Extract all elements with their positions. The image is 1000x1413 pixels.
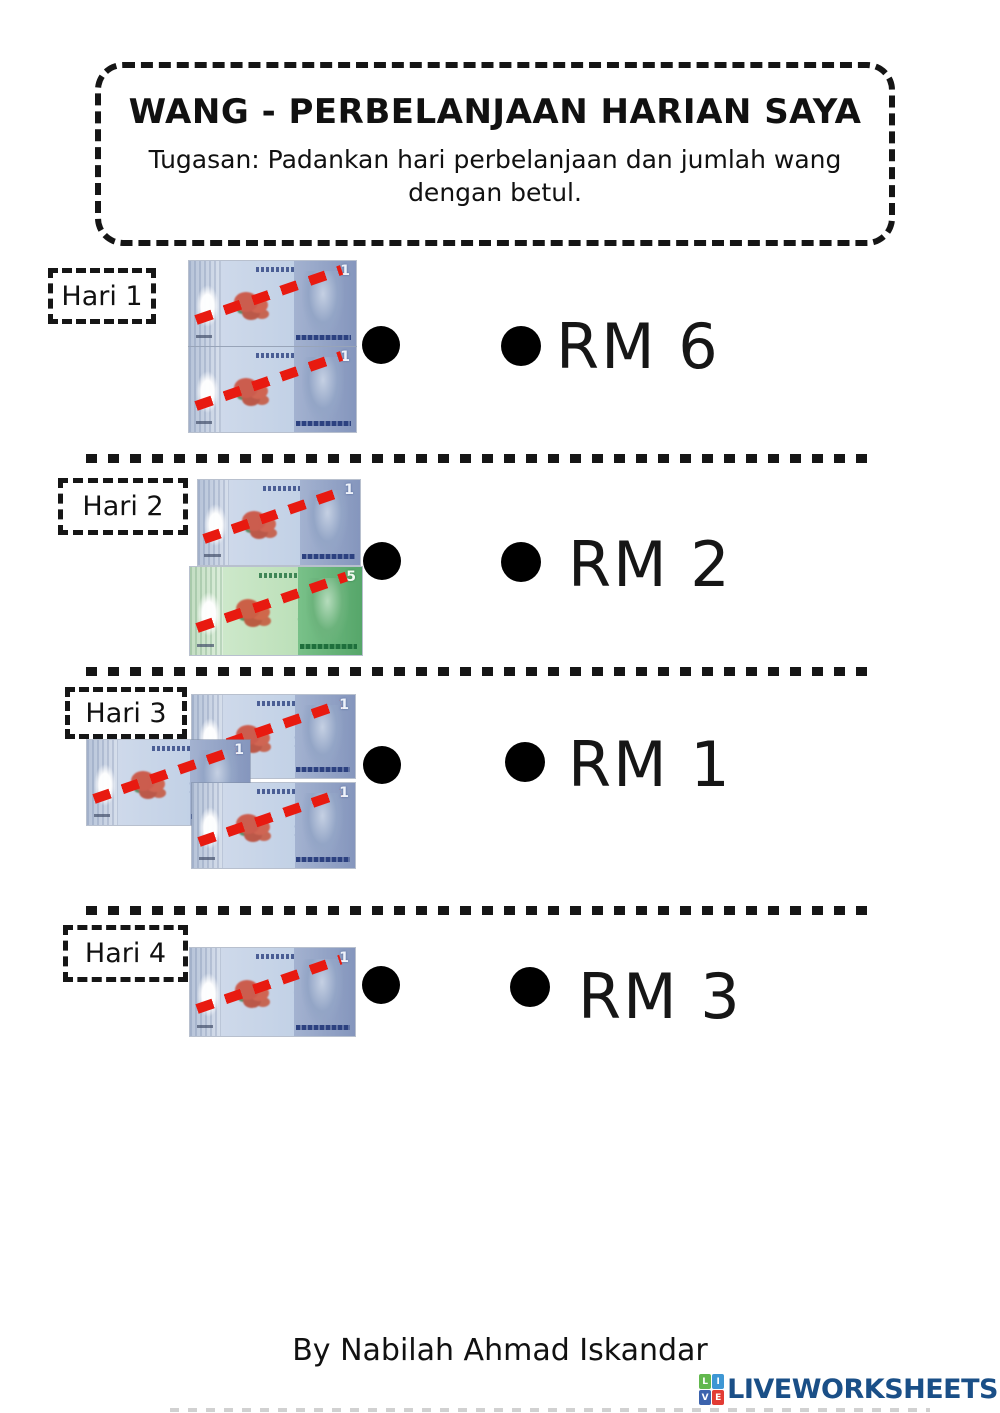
match-dot-left-4[interactable] <box>362 966 400 1004</box>
banknote-rm1: 1 1 <box>198 480 360 565</box>
option-amount-2: RM 2 <box>568 528 732 601</box>
option-amount-3: RM 1 <box>568 728 732 801</box>
note-denomination: 1 <box>339 950 349 966</box>
note-denomination: 1 <box>234 742 244 758</box>
note-denomination: 1 <box>340 349 350 365</box>
author-credit: By Nabilah Ahmad Iskandar <box>292 1333 708 1368</box>
match-dot-right-4[interactable] <box>510 967 550 1007</box>
note-caption-text <box>300 643 357 649</box>
note-denomination: 1 <box>339 697 349 713</box>
note-caption-text <box>301 554 356 560</box>
note-caption-text <box>296 857 351 863</box>
day-label-hari-2: Hari 2 <box>58 478 188 535</box>
day-label-hari-4: Hari 4 <box>63 925 188 982</box>
banknote-rm5: 5 5 <box>190 567 362 655</box>
note-signature <box>195 421 213 425</box>
note-denomination: 1 <box>339 785 349 801</box>
logo-tile-l: L <box>699 1374 712 1389</box>
worksheet-instructions: Tugasan: Padankan hari perbelanjaan dan … <box>148 145 842 207</box>
logo-tile-v: V <box>699 1390 712 1405</box>
note-caption-text <box>296 767 351 773</box>
note-signature <box>195 335 213 339</box>
day-label-hari-3: Hari 3 <box>65 687 187 739</box>
banknote-rm1: 1 1 <box>192 783 355 868</box>
note-denomination: 1 <box>340 263 350 279</box>
row-separator <box>86 906 878 915</box>
day-label-text: Hari 1 <box>61 280 143 312</box>
page-cutoff-dashes <box>170 1408 930 1412</box>
liveworksheets-icon: L I V E <box>699 1374 725 1405</box>
logo-tile-e: E <box>712 1390 725 1405</box>
note-portrait <box>293 948 355 1036</box>
row-separator <box>86 454 878 463</box>
match-dot-left-1[interactable] <box>362 326 400 364</box>
note-caption-text <box>295 1024 351 1030</box>
row-separator <box>86 667 878 676</box>
note-signature <box>196 1025 214 1029</box>
note-caption-text <box>295 335 351 341</box>
banknote-rm1: 1 1 <box>189 347 356 432</box>
liveworksheets-logo: L I V E LIVEWORKSHEETS <box>699 1374 998 1405</box>
logo-tile-i: I <box>712 1374 725 1389</box>
banknote-rm1: 1 1 <box>190 948 355 1036</box>
day-label-text: Hari 4 <box>84 938 167 969</box>
match-dot-right-2[interactable] <box>501 542 541 582</box>
match-dot-right-3[interactable] <box>505 742 545 782</box>
note-caption-text <box>295 421 351 427</box>
note-signature <box>93 814 110 818</box>
option-amount-4: RM 3 <box>578 960 742 1033</box>
day-label-text: Hari 2 <box>82 491 164 522</box>
match-dot-left-3[interactable] <box>363 746 401 784</box>
note-signature <box>198 857 215 861</box>
day-label-hari-1: Hari 1 <box>48 268 156 324</box>
match-dot-right-1[interactable] <box>501 326 541 366</box>
worksheet-title: WANG - PERBELANJAAN HARIAN SAYA <box>128 92 862 132</box>
liveworksheets-wordmark: LIVEWORKSHEETS <box>727 1374 998 1405</box>
note-signature <box>204 554 221 558</box>
title-box: WANG - PERBELANJAAN HARIAN SAYA Tugasan:… <box>95 62 895 246</box>
banknote-rm1: 1 1 <box>189 261 356 346</box>
note-denomination: 1 <box>344 482 354 498</box>
note-signature <box>196 644 215 648</box>
option-amount-1: RM 6 <box>556 310 720 383</box>
note-denomination: 5 <box>346 569 356 585</box>
day-label-text: Hari 3 <box>85 697 167 729</box>
match-dot-left-2[interactable] <box>363 542 401 580</box>
